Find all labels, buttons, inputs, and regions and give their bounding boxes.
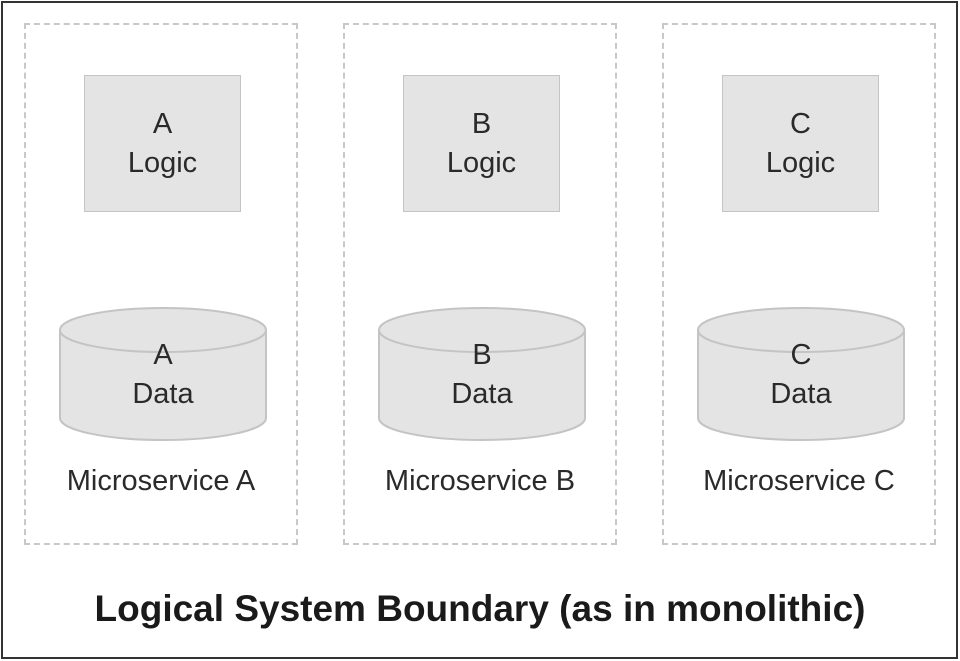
- logic-letter: B: [471, 107, 492, 140]
- logic-box-b: B Logic: [403, 75, 560, 212]
- database-cylinder-icon: [697, 307, 905, 441]
- logic-word: Logic: [446, 146, 517, 179]
- microservice-b-container: B Logic B Data Microservice B: [343, 23, 617, 545]
- microservice-a-container: A Logic A Data Microservice A: [24, 23, 298, 545]
- database-cylinder-icon: [378, 307, 586, 441]
- logic-box-a: A Logic: [84, 75, 241, 212]
- service-label-b: Microservice B: [384, 465, 576, 497]
- database-c: C Data: [696, 306, 906, 442]
- logic-word: Logic: [127, 146, 198, 179]
- database-b: B Data: [377, 306, 587, 442]
- logic-box-c: C Logic: [722, 75, 879, 212]
- boundary-label: Logical System Boundary (as in monolithi…: [94, 588, 866, 629]
- data-letter: B: [472, 339, 492, 371]
- data-word: Data: [770, 378, 832, 410]
- data-word: Data: [451, 378, 513, 410]
- data-word: Data: [132, 378, 194, 410]
- service-label-c: Microservice C: [703, 465, 895, 497]
- microservice-c-container: C Logic C Data Microservice C: [662, 23, 936, 545]
- logic-letter: C: [790, 107, 811, 140]
- data-letter: A: [153, 339, 173, 371]
- data-letter: C: [790, 339, 812, 371]
- logic-letter: A: [152, 107, 173, 140]
- service-label-a: Microservice A: [66, 465, 256, 497]
- logic-word: Logic: [765, 146, 836, 179]
- database-a: A Data: [58, 306, 268, 442]
- database-cylinder-icon: [59, 307, 267, 441]
